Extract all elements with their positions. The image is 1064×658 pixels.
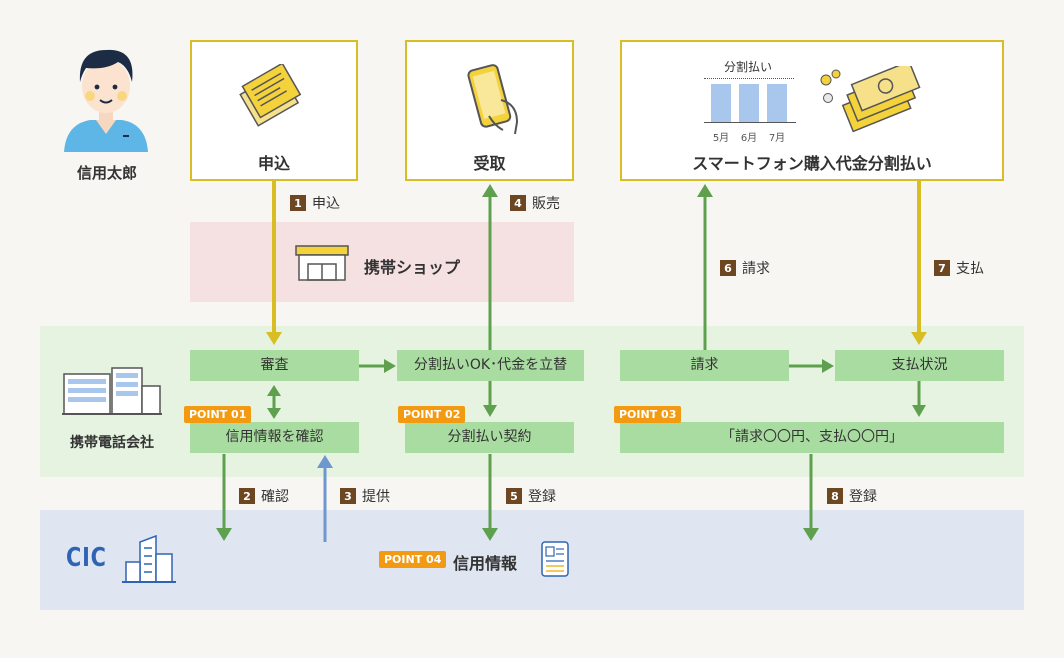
shop-label: 携帯ショップ <box>364 258 461 277</box>
point-badge: POINT 01 <box>184 406 252 423</box>
installment-month: 7月 <box>768 133 786 144</box>
shop-band <box>190 222 574 302</box>
step-label: 確認 <box>261 489 289 505</box>
point-badge: POINT 04 <box>379 551 447 568</box>
step-3: 3 提供 <box>340 486 390 506</box>
cic-band <box>40 510 1024 610</box>
step-label: 提供 <box>362 489 390 505</box>
installment-month: 6月 <box>740 133 758 144</box>
apply-box: 申込 <box>190 40 358 181</box>
step-label: 販売 <box>532 196 560 212</box>
step-number: 3 <box>340 488 356 504</box>
installment-bar <box>739 84 759 122</box>
step-label: 支払 <box>956 261 984 277</box>
installment-bar <box>711 84 731 122</box>
person-avatar-icon <box>60 40 152 152</box>
cic-credit-info-label: 信用情報 <box>453 554 518 573</box>
step-number: 1 <box>290 195 306 211</box>
smartphone-hand-icon <box>459 60 527 136</box>
ok-advance-box: 分割払いOK･代金を立替 <box>397 350 584 381</box>
apply-label: 申込 <box>257 154 290 173</box>
billing-record-box: 「請求〇〇円、支払〇〇円」 <box>620 422 1004 453</box>
step-label: 請求 <box>742 261 770 277</box>
step-label: 登録 <box>528 489 556 505</box>
step-number: 7 <box>934 260 950 276</box>
installment-bar <box>767 84 787 122</box>
point-badge: POINT 03 <box>614 406 682 423</box>
installment-dotted-line <box>704 78 794 79</box>
step-4: 4 販売 <box>510 193 560 213</box>
step-5: 5 登録 <box>506 486 556 506</box>
step-label: 登録 <box>849 489 877 505</box>
step-number: 4 <box>510 195 526 211</box>
review-box: 審査 <box>190 350 359 381</box>
installment-chart-title: 分割払い <box>723 60 772 74</box>
confirm-credit-box: 信用情報を確認 <box>190 422 359 453</box>
shop-storefront-icon <box>294 244 350 282</box>
step-1: 1 申込 <box>290 193 340 213</box>
receive-box: 受取 <box>405 40 574 181</box>
installment-label: スマートフォン購入代金分割払い <box>692 154 932 173</box>
step-number: 2 <box>239 488 255 504</box>
billing-box: 請求 <box>620 350 789 381</box>
carrier-buildings-icon <box>62 366 162 416</box>
step-number: 6 <box>720 260 736 276</box>
cic-logo: CIC <box>66 543 107 573</box>
document-icon <box>540 540 570 578</box>
step-number: 5 <box>506 488 522 504</box>
step-6: 6 請求 <box>720 258 770 278</box>
application-form-icon <box>236 64 312 130</box>
contract-box: 分割払い契約 <box>405 422 574 453</box>
cic-building-icon <box>120 534 178 586</box>
step-number: 8 <box>827 488 843 504</box>
step-7: 7 支払 <box>934 258 984 278</box>
step-2: 2 確認 <box>239 486 289 506</box>
money-bills-icon <box>818 66 922 134</box>
person-name: 信用太郎 <box>76 164 137 182</box>
installment-month: 5月 <box>712 133 730 144</box>
point-badge: POINT 02 <box>398 406 466 423</box>
step-label: 申込 <box>312 196 340 212</box>
step-8: 8 登録 <box>827 486 877 506</box>
payment-status-box: 支払状況 <box>835 350 1004 381</box>
receive-label: 受取 <box>473 154 506 173</box>
installment-box: 分割払い 5月 6月 7月 スマートフォン購入代金分割払い <box>620 40 1004 181</box>
carrier-label: 携帯電話会社 <box>70 435 154 451</box>
installment-axis <box>704 122 796 123</box>
